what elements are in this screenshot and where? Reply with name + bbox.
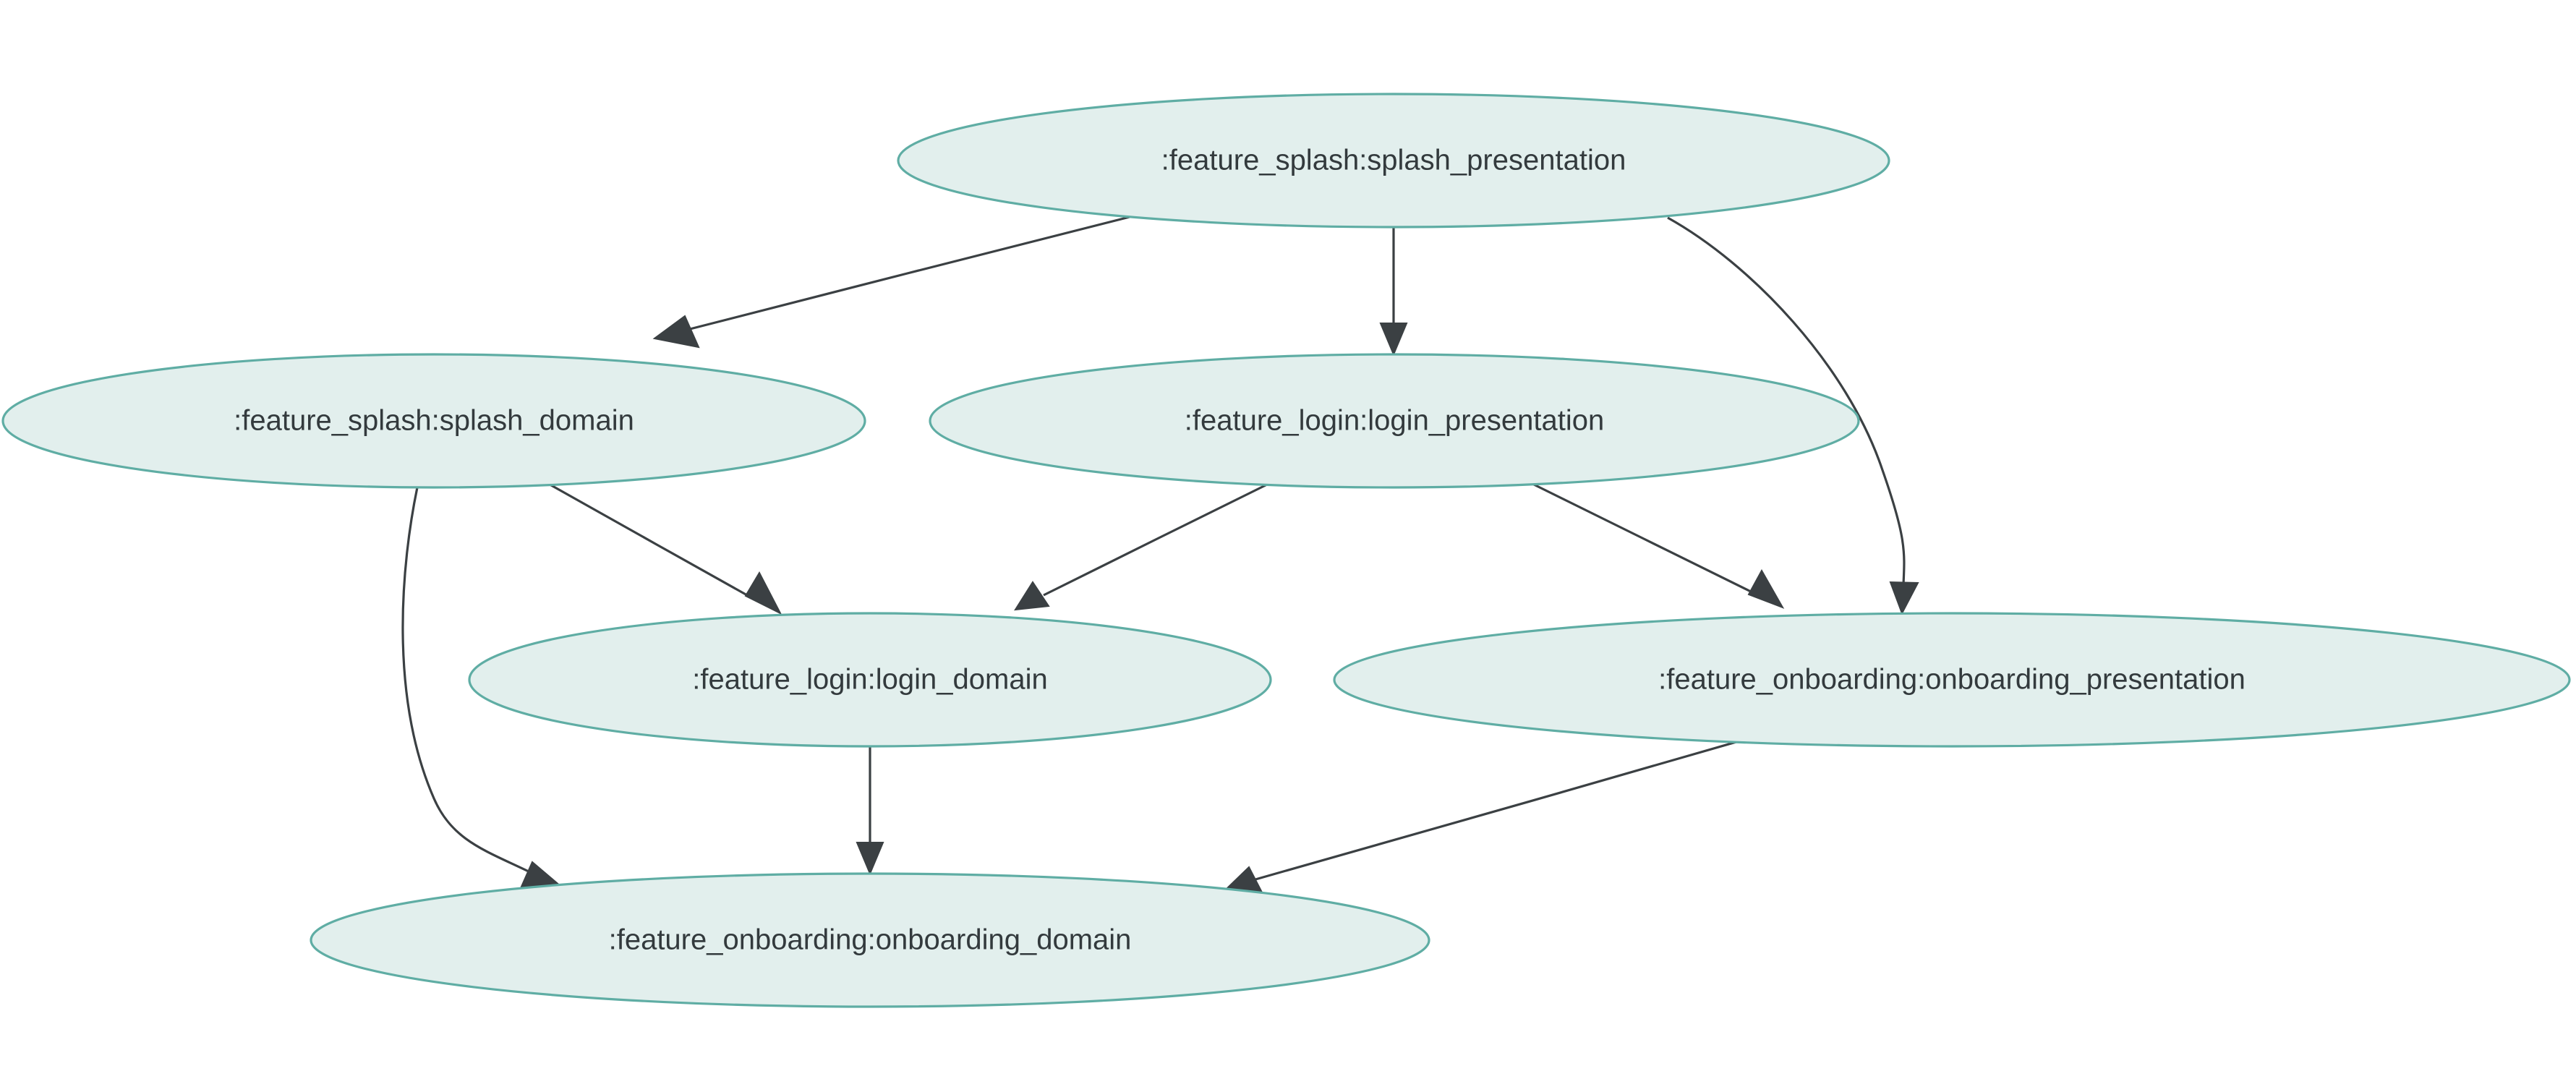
edge-line bbox=[545, 481, 754, 600]
graph-node-splash_domain[interactable]: :feature_splash:splash_domain bbox=[1, 353, 866, 489]
arrowhead-icon bbox=[1014, 581, 1050, 611]
edge-login_presentation-to-login_domain bbox=[1014, 482, 1271, 611]
edge-line bbox=[1255, 737, 1749, 881]
node-label: :feature_login:login_presentation bbox=[1185, 405, 1604, 437]
node-shape[interactable] bbox=[468, 612, 1272, 748]
arrowhead-icon bbox=[856, 842, 884, 876]
edge-onboarding_presentation-to-onboarding_domain bbox=[1226, 737, 1749, 894]
arrowhead-icon bbox=[1379, 323, 1408, 357]
node-shape[interactable] bbox=[897, 93, 1890, 229]
arrowhead-icon bbox=[744, 571, 782, 615]
nodes-layer: :feature_splash:splash_presentation :feat… bbox=[1, 93, 2571, 1008]
node-label: :feature_onboarding:onboarding_domain bbox=[609, 924, 1132, 956]
node-shape[interactable] bbox=[1333, 612, 2571, 748]
node-shape[interactable] bbox=[310, 872, 1430, 1008]
edge-login_domain-to-onboarding_domain bbox=[856, 746, 884, 876]
edge-splash_presentation-to-login_presentation bbox=[1379, 227, 1408, 357]
edge-line bbox=[686, 215, 1133, 331]
graph-node-onboarding_domain[interactable]: :feature_onboarding:onboarding_domain bbox=[310, 872, 1430, 1008]
arrowhead-icon bbox=[1747, 568, 1785, 609]
node-label: :feature_login:login_domain bbox=[692, 664, 1047, 696]
node-label: :feature_splash:splash_presentation bbox=[1161, 145, 1626, 176]
node-label: :feature_onboarding:onboarding_presentat… bbox=[1658, 664, 2246, 696]
graph-node-login_domain[interactable]: :feature_login:login_domain bbox=[468, 612, 1272, 748]
arrowhead-icon bbox=[1889, 581, 1919, 615]
arrowhead-icon bbox=[652, 315, 700, 349]
node-label: :feature_splash:splash_domain bbox=[234, 405, 634, 437]
edge-splash_domain-to-onboarding_domain bbox=[401, 487, 563, 887]
edges-layer bbox=[401, 215, 1919, 894]
arrowhead-icon bbox=[520, 861, 563, 887]
edge-line bbox=[1043, 482, 1271, 597]
edge-line bbox=[1667, 216, 1906, 585]
edge-login_presentation-to-onboarding_presentation bbox=[1532, 482, 1785, 609]
graph-node-splash_presentation[interactable]: :feature_splash:splash_presentation bbox=[897, 93, 1890, 229]
edge-line bbox=[1532, 482, 1756, 595]
edge-splash_presentation-to-onboarding_presentation bbox=[1667, 216, 1919, 615]
edge-line bbox=[401, 487, 534, 875]
edge-splash_domain-to-login_domain bbox=[545, 481, 782, 615]
node-shape[interactable] bbox=[1, 353, 866, 489]
node-shape[interactable] bbox=[929, 353, 1860, 489]
graph-node-login_presentation[interactable]: :feature_login:login_presentation bbox=[929, 353, 1860, 489]
graph-node-onboarding_presentation[interactable]: :feature_onboarding:onboarding_presentat… bbox=[1333, 612, 2571, 748]
edge-splash_presentation-to-splash_domain bbox=[652, 215, 1133, 349]
